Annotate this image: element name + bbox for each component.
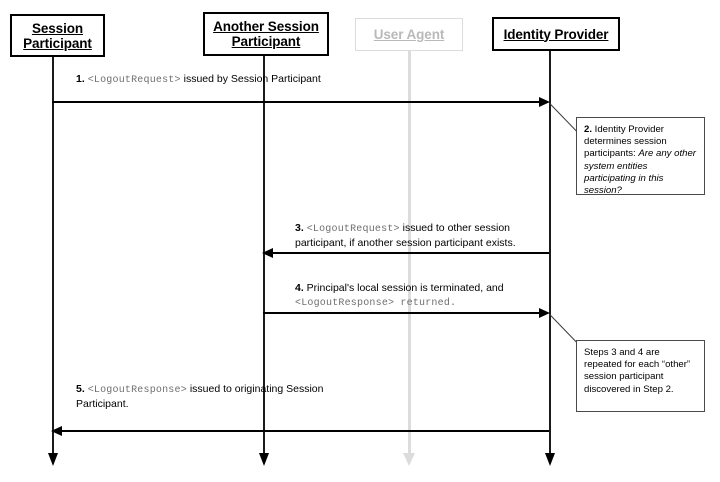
note-text-repeat: Steps 3 and 4 are repeated for each “oth…: [584, 347, 691, 395]
message-mono-3: <LogoutRequest>: [306, 224, 400, 235]
message-arrowhead-3: [262, 247, 273, 258]
message-arrowhead-4: [539, 307, 550, 318]
lifeline-identity-provider: [549, 51, 551, 455]
note-text-step-2: Identity Provider determines session par…: [584, 124, 667, 160]
message-text-4: Principal's local session is terminated,…: [303, 282, 504, 294]
actor-box-another-session-participant[interactable]: Another Session Participant: [203, 12, 329, 56]
message-caption-1: 1. <LogoutRequest> issued by Session Par…: [76, 73, 326, 88]
actor-label-another-session-participant: Another Session Participant: [213, 19, 319, 49]
note-leader-repeat: [549, 314, 579, 345]
message-number-4: 4.: [295, 282, 304, 294]
message-number-3: 3.: [295, 222, 304, 234]
lifeline-session-participant: [52, 57, 54, 455]
message-mono-4: <LogoutResponse> returned.: [295, 297, 457, 309]
message-caption-5: 5. <LogoutResponse> issued to originatin…: [76, 383, 326, 411]
actor-box-user-agent[interactable]: User Agent: [355, 18, 463, 51]
message-line-4: [263, 312, 541, 314]
message-text-5: issued to originating Session Participan…: [76, 383, 324, 410]
lifeline-end-arrow-user-agent: [403, 453, 415, 466]
lifeline-end-arrow-another-session-participant: [259, 453, 269, 466]
message-line-1: [52, 101, 541, 103]
actor-label-session-participant: Session Participant: [23, 20, 92, 51]
lifeline-end-arrow-session-participant: [48, 453, 58, 466]
message-mono-1: <LogoutRequest>: [87, 75, 181, 86]
message-line-5: [62, 430, 549, 432]
message-number-1: 1.: [76, 73, 85, 85]
actor-box-identity-provider[interactable]: Identity Provider: [492, 17, 620, 51]
message-arrowhead-1: [539, 96, 550, 107]
message-line-3: [272, 252, 549, 254]
message-arrowhead-5: [51, 425, 62, 436]
message-text-1: issued by Session Participant: [180, 73, 321, 85]
note-italic-step-2: Are any other system entities participat…: [584, 148, 697, 197]
message-mono-5: <LogoutResponse>: [87, 385, 187, 396]
note-leader-step-2: [549, 103, 579, 134]
actor-label-user-agent: User Agent: [373, 27, 445, 42]
message-number-5: 5.: [76, 383, 85, 395]
actor-box-session-participant[interactable]: Session Participant: [10, 14, 105, 57]
message-text-3: issued to other session participant, if …: [295, 222, 516, 249]
message-caption-4: 4. Principal's local session is terminat…: [295, 282, 557, 310]
actor-label-identity-provider: Identity Provider: [503, 26, 609, 42]
lifeline-end-arrow-identity-provider: [545, 453, 555, 466]
note-number-step-2: 2.: [584, 124, 593, 135]
message-caption-3: 3. <LogoutRequest> issued to other sessi…: [295, 222, 557, 250]
note-step-2: 2. Identity Provider determines session …: [576, 117, 705, 197]
note-repeat: Steps 3 and 4 are repeated for each “oth…: [576, 340, 705, 412]
